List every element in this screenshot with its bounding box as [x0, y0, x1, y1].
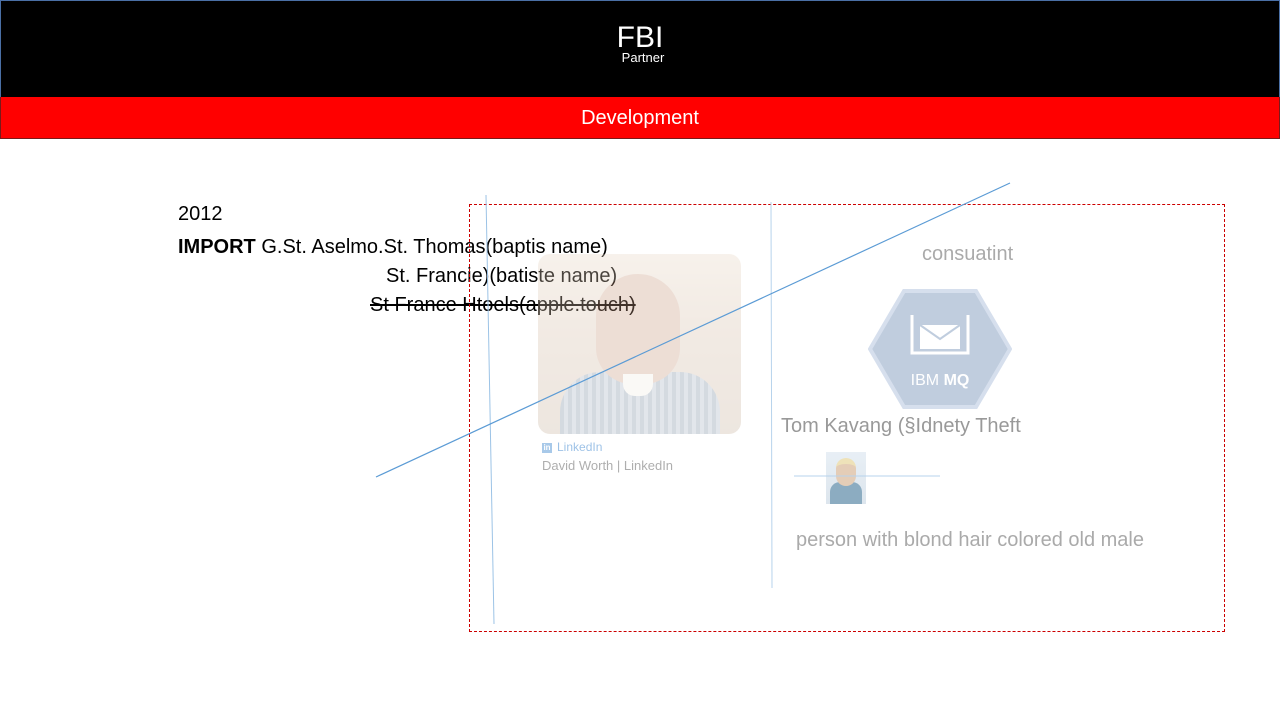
- thumbnail-body: [830, 482, 862, 504]
- description-text: person with blond hair colored old male: [796, 529, 1144, 551]
- linkedin-icon: in: [542, 443, 552, 453]
- section-band: Development: [0, 97, 1280, 139]
- header-bar: FBI Partner: [0, 0, 1280, 97]
- badge-text: IBM MQ: [911, 372, 970, 389]
- consult-text: consuatint: [922, 243, 1014, 265]
- section-label: Development: [581, 107, 699, 129]
- photo-head: [596, 274, 680, 384]
- portrait-photo: [538, 254, 741, 434]
- page-subtitle: Partner: [621, 50, 665, 65]
- person-line: Tom Kavang (§Idnety Theft: [781, 415, 1021, 437]
- linkedin-caption[interactable]: David Worth | LinkedIn: [542, 458, 674, 473]
- photo-collar: [623, 374, 653, 396]
- thumbnail-photo: [826, 452, 866, 504]
- import-keyword: IMPORT: [178, 236, 256, 258]
- linkedin-label[interactable]: LinkedIn: [557, 440, 603, 454]
- page-title: FBI: [616, 21, 664, 54]
- thumbnail-head: [836, 458, 856, 486]
- year-text: 2012: [178, 203, 223, 225]
- ibm-mq-badge-icon: IBM MQ: [868, 289, 1012, 409]
